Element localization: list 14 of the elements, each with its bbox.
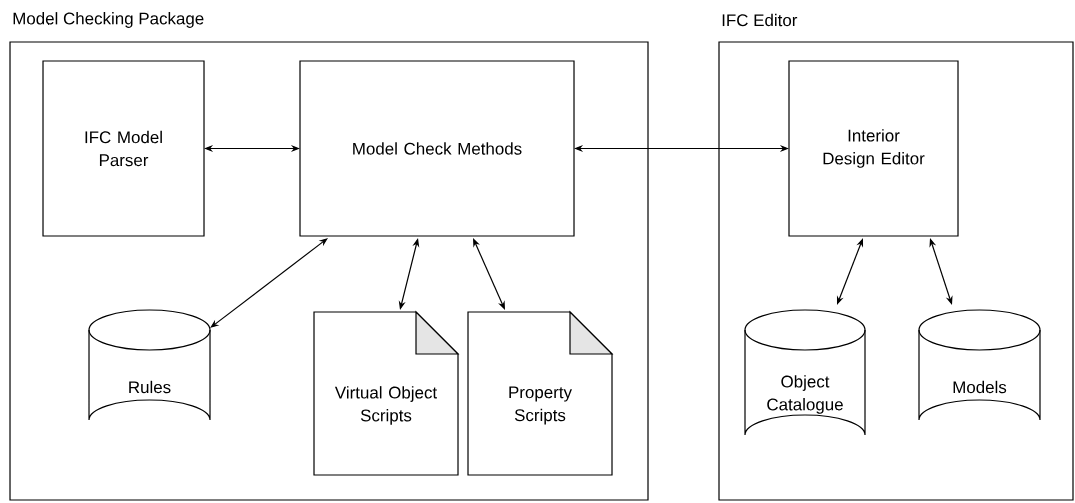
database-cylinder: Rules xyxy=(88,309,211,421)
node-label: Object Catalogue xyxy=(767,375,843,414)
component-box: IFC Model Parser xyxy=(42,60,205,237)
node-label: IFC Editor xyxy=(722,13,798,27)
double-arrow xyxy=(210,238,328,328)
node-label: Rules xyxy=(129,380,171,394)
node-label: Model Checking Package xyxy=(13,12,204,28)
double-arrow xyxy=(929,238,953,305)
database-cylinder: Object Catalogue xyxy=(744,309,866,436)
component-box: Model Check Methods xyxy=(299,60,575,237)
double-arrow xyxy=(473,238,505,310)
component-box: Interior Design Editor xyxy=(788,60,959,237)
node-label: Models xyxy=(953,380,1007,394)
database-cylinder: Models xyxy=(918,309,1041,421)
